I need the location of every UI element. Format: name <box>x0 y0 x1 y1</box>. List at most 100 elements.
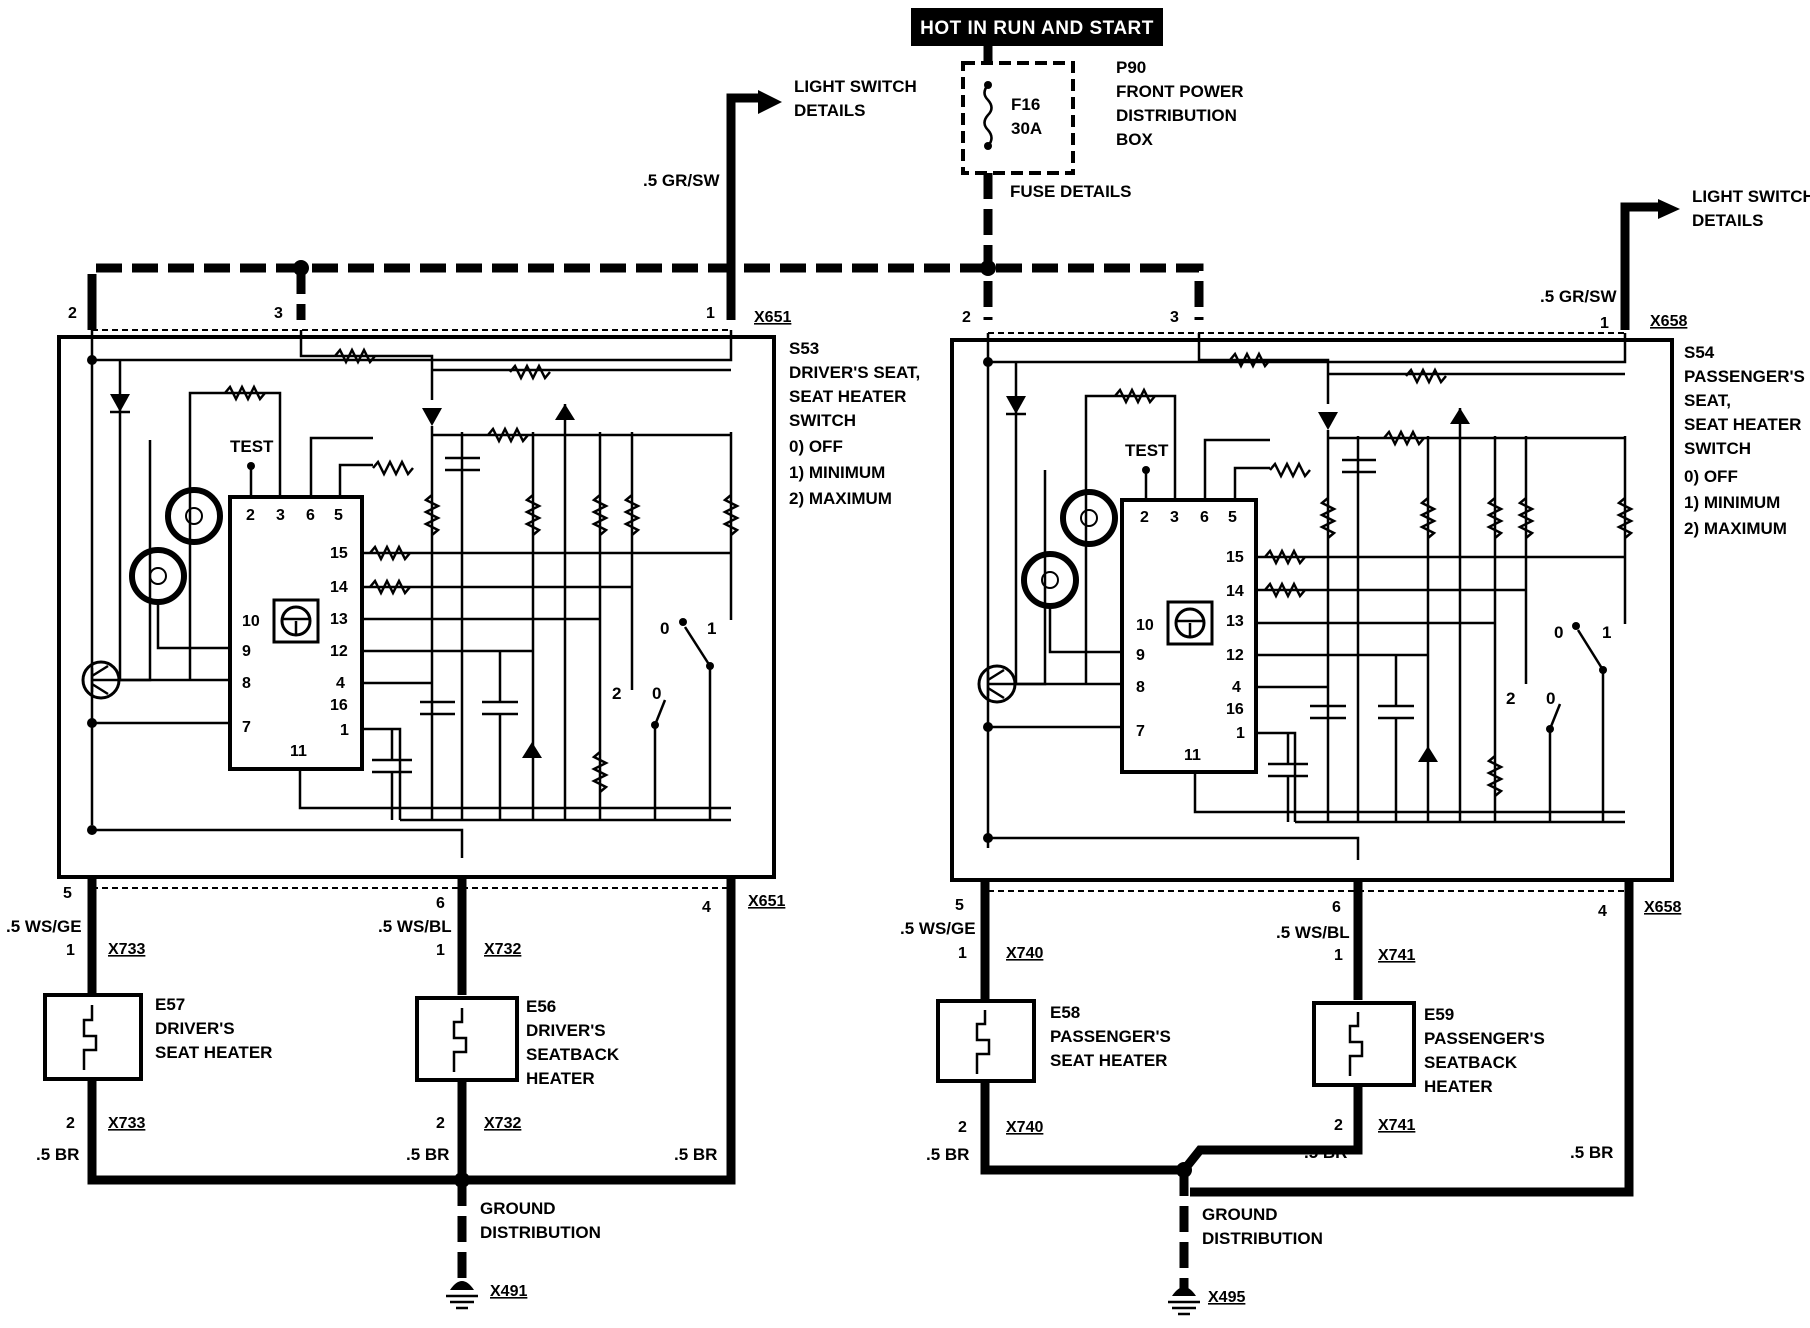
driver-ground-wire: .5 BR <box>406 1145 449 1164</box>
driver-top-connector: X651 <box>754 309 791 326</box>
driver-heater2-line: DRIVER'S <box>526 1021 606 1040</box>
driver-heater1-connector-bottom: X733 <box>108 1115 145 1132</box>
driver-bottom-pin: 6 <box>436 895 445 912</box>
fuse-box-name-1: FRONT POWER <box>1116 82 1244 101</box>
passenger-heater2-pin-top: 1 <box>1334 947 1343 964</box>
fuse-details-label: FUSE DETAILS <box>1010 182 1132 201</box>
passenger-bottom-pin: 5 <box>955 897 964 914</box>
passenger-ground-id: X495 <box>1208 1289 1245 1306</box>
passenger-selector: 2 <box>1506 689 1515 708</box>
driver-selector: 0 <box>652 684 661 703</box>
light-switch-wire <box>726 93 758 320</box>
zener-diode-icon <box>1418 746 1438 762</box>
driver-selector: 2 <box>612 684 621 703</box>
driver-switch-line: DRIVER'S SEAT, <box>789 363 920 382</box>
passenger-top-pin: 3 <box>1170 309 1179 326</box>
driver-heater1-connector: X733 <box>108 941 145 958</box>
chip-pin: 7 <box>1136 723 1145 740</box>
transistor-icon <box>977 664 1017 704</box>
chip-pin: 8 <box>1136 679 1145 696</box>
chip-pin: 5 <box>1228 509 1237 526</box>
driver-light-switch-1: LIGHT SWITCH <box>794 77 917 96</box>
chip-pin: 2 <box>246 507 255 524</box>
chip-pin: 16 <box>330 697 348 714</box>
chip-pin: 12 <box>1226 647 1244 664</box>
passenger-mode: 2) MAXIMUM <box>1684 519 1787 538</box>
driver-test-label: TEST <box>230 437 274 456</box>
chip-pin: 15 <box>1226 549 1244 566</box>
passenger-switch-line: PASSENGER'S <box>1684 367 1805 386</box>
driver-ground-wire: .5 BR <box>36 1145 79 1164</box>
driver-top-pin: 2 <box>68 305 77 322</box>
connector-arrow-icon <box>758 90 782 114</box>
driver-heater2-line: SEATBACK <box>526 1045 620 1064</box>
driver-seatback-heater <box>415 996 519 1082</box>
passenger-top-pin: 2 <box>962 309 971 326</box>
chip-pin: 2 <box>1140 509 1149 526</box>
chip-pin: 7 <box>242 719 251 736</box>
passenger-seat-heater <box>936 999 1036 1083</box>
passenger-switch-line: SWITCH <box>1684 439 1751 458</box>
chip-pin: 10 <box>1136 617 1154 634</box>
diode-icon <box>1318 412 1338 430</box>
chip-pin: 14 <box>330 579 348 596</box>
passenger-selector: 1 <box>1602 623 1611 642</box>
transistor-icon <box>81 660 121 700</box>
driver-heater1-id: E57 <box>155 995 185 1014</box>
driver-ground-label: DISTRIBUTION <box>480 1223 601 1242</box>
driver-top-pin: 3 <box>274 305 283 322</box>
passenger-heater2-line: SEATBACK <box>1424 1053 1518 1072</box>
driver-heater2-id: E56 <box>526 997 556 1016</box>
driver-top-pin: 1 <box>706 305 715 322</box>
indicator-lamp-icon <box>165 487 223 545</box>
driver-bottom-pin: 4 <box>702 899 711 916</box>
indicator-lamp-icon <box>1021 551 1079 609</box>
indicator-lamp-icon <box>1060 489 1118 547</box>
chip-pin: 3 <box>276 507 285 524</box>
passenger-light-wire: .5 GR/SW <box>1540 287 1617 306</box>
driver-selector: 0 <box>660 619 669 638</box>
light-switch-wire <box>1620 202 1658 330</box>
chip-pin: 9 <box>242 643 251 660</box>
fuse-icon <box>983 81 993 150</box>
header-box <box>911 8 1163 46</box>
ground-icon <box>446 1281 478 1310</box>
driver-bottom-pin: 5 <box>63 885 72 902</box>
passenger-light-switch-1: LIGHT SWITCH <box>1692 187 1810 206</box>
driver-switch-id: S53 <box>789 339 819 358</box>
ground-icon <box>1168 1287 1200 1316</box>
passenger-heater2-wire: .5 WS/BL <box>1276 923 1350 942</box>
driver-mode: 2) MAXIMUM <box>789 489 892 508</box>
passenger-bottom-pin: 6 <box>1332 899 1341 916</box>
passenger-heater1-line: SEAT HEATER <box>1050 1051 1167 1070</box>
driver-switch-line: SWITCH <box>789 411 856 430</box>
chip-pin: 10 <box>242 613 260 630</box>
passenger-switch-line: SEAT, <box>1684 391 1731 410</box>
passenger-mode: 1) MINIMUM <box>1684 493 1780 512</box>
header-title: HOT IN RUN AND START <box>920 18 1154 39</box>
chip-pin: 6 <box>306 507 315 524</box>
driver-heater2-pin-bottom: 2 <box>436 1115 445 1132</box>
passenger-bottom-connector: X658 <box>1644 899 1681 916</box>
passenger-heater1-connector: X740 <box>1006 945 1043 962</box>
chip-pin: 14 <box>1226 583 1244 600</box>
passenger-mode: 0) OFF <box>1684 467 1738 486</box>
fuse-id: F16 <box>1011 95 1040 114</box>
passenger-switch-id: S54 <box>1684 343 1715 362</box>
passenger-heater2-line: PASSENGER'S <box>1424 1029 1545 1048</box>
steering-wheel-icon <box>272 598 320 644</box>
driver-ground-id: X491 <box>490 1283 527 1300</box>
chip-pin: 8 <box>242 675 251 692</box>
driver-heater1-line: DRIVER'S <box>155 1019 235 1038</box>
chip-pin: 6 <box>1200 509 1209 526</box>
passenger-control-chip <box>1120 498 1258 774</box>
junction-node <box>293 260 309 276</box>
passenger-selector: 0 <box>1554 623 1563 642</box>
fuse-box-id: P90 <box>1116 58 1146 77</box>
passenger-heater2-pin-bottom: 2 <box>1334 1117 1343 1134</box>
passenger-top-pin: 1 <box>1600 315 1609 332</box>
passenger-heater1-id: E58 <box>1050 1003 1080 1022</box>
passenger-light-switch-2: DETAILS <box>1692 211 1763 230</box>
passenger-heater1-connector-bottom: X740 <box>1006 1119 1043 1136</box>
driver-mode: 0) OFF <box>789 437 843 456</box>
